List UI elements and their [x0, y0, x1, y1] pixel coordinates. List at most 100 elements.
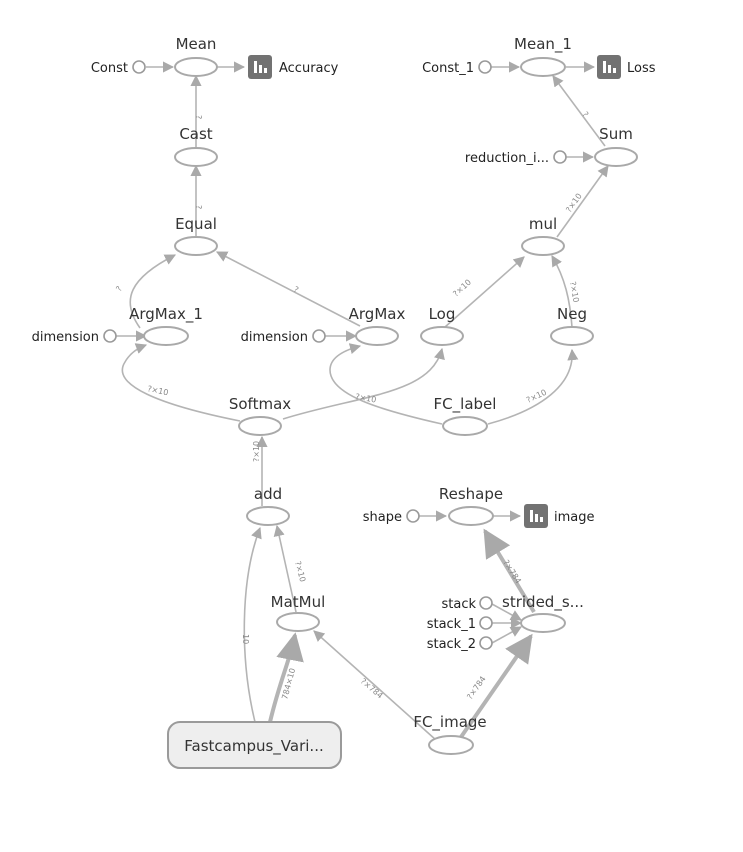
- edge-label: ?×10: [293, 560, 307, 583]
- op-ellipse[interactable]: [276, 612, 320, 632]
- summary-icon-bar: [254, 61, 257, 73]
- op-ellipse[interactable]: [594, 147, 638, 167]
- op-ellipse[interactable]: [428, 735, 474, 755]
- node-equal[interactable]: Equal: [174, 215, 218, 256]
- meta-node-box[interactable]: [167, 721, 342, 769]
- summary-icon-bar: [264, 68, 267, 73]
- node-label: image: [554, 510, 595, 525]
- node-cast[interactable]: Cast: [174, 125, 218, 167]
- edge-label: ?×10: [568, 281, 581, 303]
- node-label: dimension: [32, 330, 99, 345]
- constant-icon[interactable]: [479, 596, 493, 610]
- node-softmax[interactable]: Softmax: [229, 395, 291, 436]
- node-label: Cast: [179, 125, 212, 143]
- node-label: MatMul: [271, 593, 326, 611]
- edge-label: ?: [194, 115, 203, 119]
- edge-label: ?×10: [252, 441, 261, 462]
- edge-label: ?×10: [147, 384, 170, 397]
- node-const[interactable]: Const: [91, 60, 146, 76]
- node-label: mul: [529, 215, 557, 233]
- node-reshape[interactable]: Reshape: [439, 485, 503, 526]
- edge-label: ?: [580, 110, 590, 119]
- op-ellipse[interactable]: [238, 416, 282, 436]
- node-label: reduction_i...: [465, 151, 549, 166]
- op-ellipse[interactable]: [246, 506, 290, 526]
- edge-label: ?×784: [465, 675, 487, 702]
- node-fc-image[interactable]: FC_image: [413, 713, 487, 755]
- node-dimension-a[interactable]: dimension: [32, 329, 117, 345]
- node-label: FC_image: [413, 713, 486, 732]
- constant-icon[interactable]: [312, 329, 326, 343]
- node-stack-2[interactable]: stack_2: [427, 636, 493, 652]
- op-ellipse[interactable]: [355, 326, 399, 346]
- node-strided-slice[interactable]: strided_s...: [502, 593, 584, 633]
- edge-fcimage-strided: [459, 633, 533, 739]
- node-neg[interactable]: Neg: [550, 305, 594, 346]
- node-stack[interactable]: stack: [441, 596, 493, 612]
- edge-labels: ? ? ? ? ? ?×10 ?×10 ?×10 ?×10 ?×10 ?×10 …: [114, 110, 590, 701]
- node-const-1[interactable]: Const_1: [422, 60, 492, 76]
- summary-icon-bar: [603, 61, 606, 73]
- edge-fclabel-neg: [487, 348, 579, 425]
- node-sum[interactable]: Sum: [594, 125, 638, 167]
- op-ellipse[interactable]: [550, 326, 594, 346]
- node-argmax-1[interactable]: ArgMax_1: [129, 305, 203, 346]
- edge-label: ?: [114, 285, 124, 294]
- edge-var-matmul: [268, 632, 304, 723]
- node-fastcampus-variables[interactable]: Fastcampus_Vari...: [167, 721, 342, 769]
- op-ellipse[interactable]: [143, 326, 189, 346]
- summary-icon-bar: [613, 68, 616, 73]
- node-log[interactable]: Log: [420, 305, 464, 346]
- node-label: Mean_1: [514, 35, 572, 54]
- node-label: add: [254, 485, 282, 503]
- node-dimension-b[interactable]: dimension: [241, 329, 326, 345]
- node-mean-1[interactable]: Mean_1: [514, 35, 572, 77]
- node-mean[interactable]: Mean: [174, 35, 218, 77]
- op-ellipse[interactable]: [521, 236, 565, 256]
- node-accuracy-summary[interactable]: Accuracy: [248, 55, 339, 79]
- node-stack-1[interactable]: stack_1: [427, 616, 493, 632]
- node-label: shape: [363, 510, 402, 525]
- edge-label: 10: [241, 634, 250, 644]
- constant-icon[interactable]: [406, 509, 420, 523]
- node-mul[interactable]: mul: [521, 215, 565, 256]
- edge-label: ?: [292, 285, 300, 295]
- node-matmul[interactable]: MatMul: [271, 593, 326, 632]
- constant-icon[interactable]: [553, 150, 567, 164]
- node-image-summary[interactable]: image: [524, 504, 595, 528]
- op-ellipse[interactable]: [174, 57, 218, 77]
- edge-softmax-argmax1: [121, 343, 241, 422]
- edge-stack-strided: [491, 603, 522, 621]
- node-label: Fastcampus_Vari...: [184, 737, 323, 756]
- constant-icon[interactable]: [103, 329, 117, 343]
- node-label: Const: [91, 61, 128, 76]
- summary-icon-bar: [535, 514, 538, 522]
- constant-icon[interactable]: [132, 60, 146, 74]
- edge-stack2-strided: [491, 626, 522, 644]
- node-reduction-indices[interactable]: reduction_i...: [465, 150, 567, 166]
- op-ellipse[interactable]: [174, 147, 218, 167]
- op-ellipse[interactable]: [174, 236, 218, 256]
- constant-icon[interactable]: [479, 616, 493, 630]
- node-loss-summary[interactable]: Loss: [597, 55, 656, 79]
- edge-argmax-equal: [216, 251, 361, 327]
- node-add[interactable]: add: [246, 485, 290, 526]
- edge-label: ?×784: [359, 677, 385, 701]
- node-label: ArgMax: [349, 305, 406, 323]
- node-shape[interactable]: shape: [363, 509, 420, 525]
- edge-matmul-add: [273, 524, 297, 613]
- node-label: Log: [429, 305, 456, 323]
- node-argmax[interactable]: ArgMax: [349, 305, 406, 346]
- op-ellipse[interactable]: [420, 326, 464, 346]
- edge-sum-mean1: [552, 75, 606, 147]
- node-fc-label[interactable]: FC_label: [434, 395, 497, 436]
- op-ellipse[interactable]: [442, 416, 488, 436]
- op-ellipse[interactable]: [448, 506, 494, 526]
- op-ellipse[interactable]: [520, 57, 566, 77]
- edge-neg-mul: [551, 255, 573, 328]
- op-ellipse[interactable]: [520, 613, 566, 633]
- constant-icon[interactable]: [479, 636, 493, 650]
- constant-icon[interactable]: [478, 60, 492, 74]
- node-label: Loss: [627, 61, 656, 76]
- summary-icon-bar: [540, 517, 543, 522]
